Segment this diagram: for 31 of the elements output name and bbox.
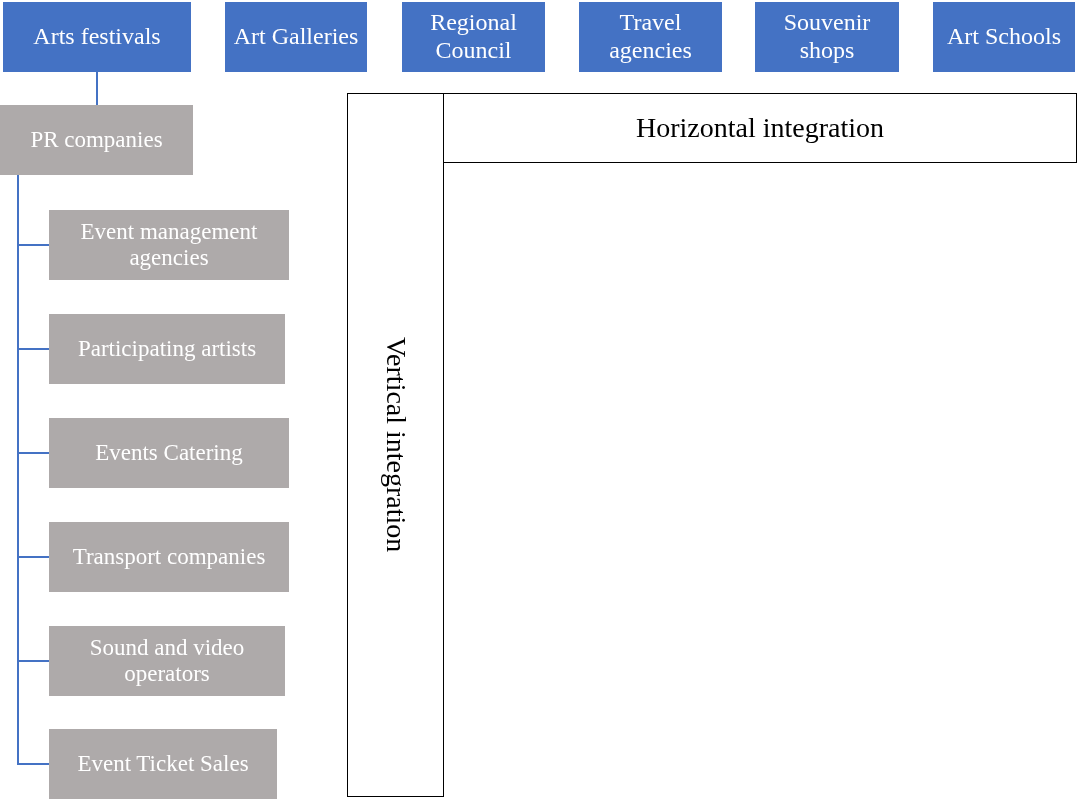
node-label: Event Ticket Sales (77, 750, 249, 778)
process-box (49, 626, 285, 696)
category-box (225, 2, 367, 72)
process-box (49, 314, 285, 384)
node-label: Art Galleries (233, 23, 359, 51)
integration-box (347, 93, 444, 797)
category-box (579, 2, 722, 72)
node-label: Arts festivals (33, 23, 161, 51)
node-label: Sound and video operators (88, 634, 246, 688)
category-box (933, 2, 1075, 72)
process-box (49, 418, 289, 488)
node-label: PR companies (30, 126, 163, 154)
category-box (755, 2, 899, 72)
node-label: Art Schools (947, 23, 1061, 51)
node-label: Vertical integration (379, 337, 412, 553)
integration-box (443, 93, 1077, 163)
node-label: Event management agencies (79, 218, 259, 272)
node-label: Participating artists (77, 335, 257, 363)
node-label: Horizontal integration (635, 111, 884, 145)
node-label: Regional Council (429, 9, 518, 65)
node-label: Travel agencies (608, 9, 693, 65)
process-box (49, 522, 289, 592)
process-box (49, 729, 277, 799)
process-box (0, 105, 193, 175)
category-box (402, 2, 545, 72)
node-label: Events Catering (95, 439, 243, 467)
node-label: Transport companies (72, 543, 266, 571)
category-box (3, 2, 191, 72)
connector-line (96, 71, 98, 106)
node-label: Souvenir shops (782, 9, 872, 65)
process-box (49, 210, 289, 280)
